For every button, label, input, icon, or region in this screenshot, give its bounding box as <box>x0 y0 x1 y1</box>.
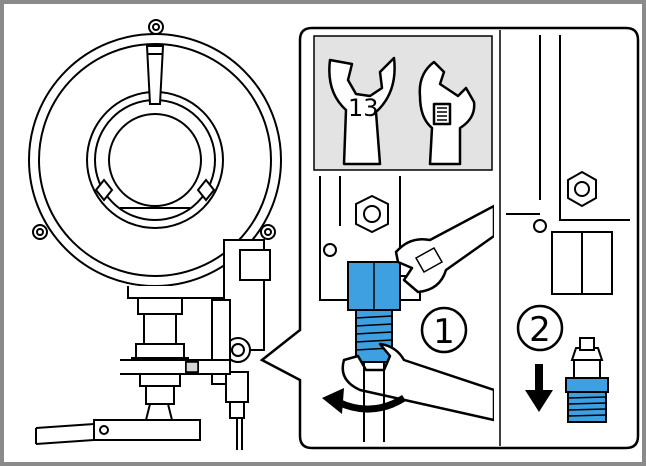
rotate-arrow-icon <box>322 388 406 414</box>
open-end-wrench-icon <box>328 56 396 166</box>
burner-detail-shade <box>185 361 199 373</box>
step-1-panel <box>314 176 494 442</box>
down-arrow-icon <box>525 364 553 412</box>
wrench-size-label: 13 <box>348 94 379 122</box>
blue-threaded-fitting <box>355 309 393 363</box>
step-1-badge: 1 <box>420 306 468 354</box>
adjustable-wrench-icon <box>418 60 476 166</box>
burner-assembly <box>28 19 282 450</box>
step-2-number: 2 <box>529 310 551 350</box>
step-1-number: 1 <box>433 312 455 352</box>
step-2-badge: 2 <box>516 304 564 352</box>
step-2-panel <box>506 35 630 295</box>
step-2-fitting <box>565 337 609 423</box>
